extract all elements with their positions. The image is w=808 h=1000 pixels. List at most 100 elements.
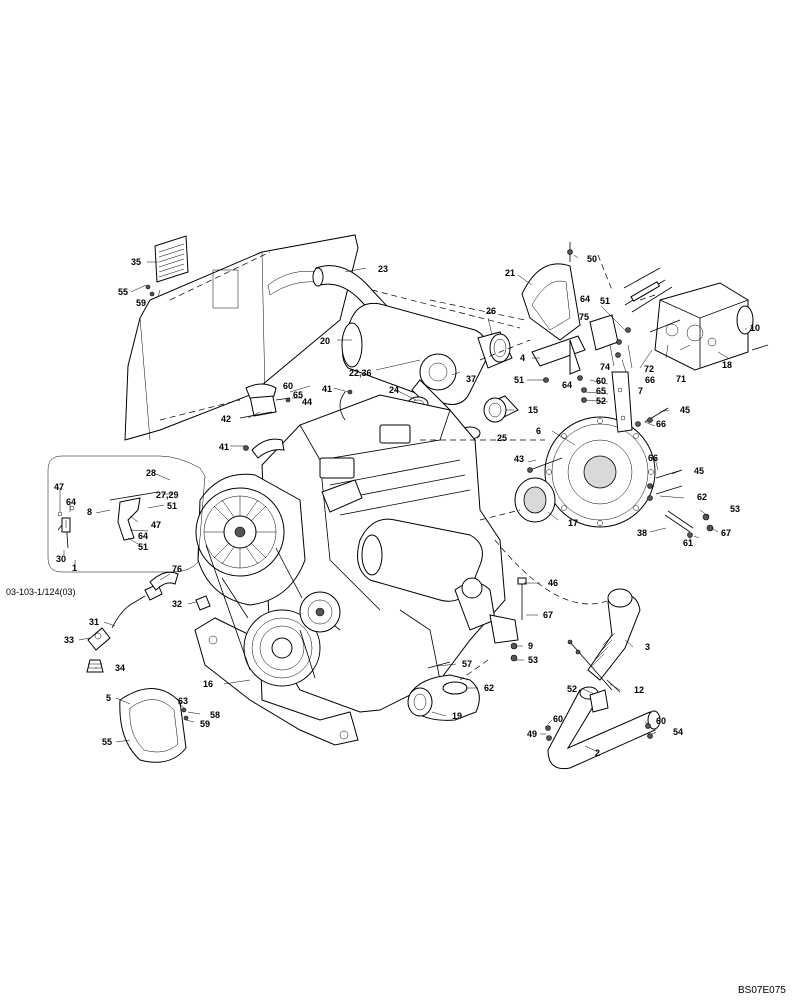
callout-71: 71 — [676, 374, 686, 384]
callout-labels: 35 55 59 23 20 22,36 26 37 24 15 25 21 5… — [6, 254, 786, 996]
callout-4: 4 — [520, 353, 525, 363]
detail-inset-frame — [47, 455, 206, 573]
hose-41 — [251, 438, 285, 459]
callout-1: 1 — [72, 563, 77, 573]
callout-60-lower-left: 60 — [553, 714, 563, 724]
callout-47-inset-a: 47 — [54, 482, 64, 492]
alternator-pulley — [299, 591, 341, 633]
callout-42: 42 — [221, 414, 231, 424]
callout-60-lower-right: 60 — [656, 716, 666, 726]
callout-63: 63 — [178, 696, 188, 706]
callout-55: 55 — [118, 287, 128, 297]
callout-74: 74 — [600, 362, 610, 372]
callout-7: 7 — [638, 386, 643, 396]
air-filter-18 — [654, 282, 754, 371]
callout-59: 59 — [136, 298, 146, 308]
callout-45-low: 45 — [694, 466, 704, 476]
callout-52-mid: 52 — [596, 396, 606, 406]
callout-49: 49 — [527, 729, 537, 739]
callout-50: 50 — [587, 254, 597, 264]
engine-block — [261, 394, 506, 713]
callout-18: 18 — [722, 360, 732, 370]
callout-34: 34 — [115, 663, 125, 673]
bracket-7 — [611, 371, 633, 433]
callout-58: 58 — [210, 710, 220, 720]
callout-64-top: 64 — [580, 294, 590, 304]
callout-32: 32 — [172, 599, 182, 609]
engine-hood-panel — [124, 234, 359, 441]
callout-20: 20 — [320, 336, 330, 346]
callout-64-inset-b: 64 — [138, 531, 148, 541]
callout-51-top: 51 — [600, 296, 610, 306]
callout-15: 15 — [528, 405, 538, 415]
callout-66-low: 66 — [648, 453, 658, 463]
callout-53-right: 53 — [730, 504, 740, 514]
callout-51-inset-b: 51 — [138, 542, 148, 552]
callout-24: 24 — [389, 385, 399, 395]
callout-67-lower: 67 — [543, 610, 553, 620]
drawing-code: BS07E075 — [738, 985, 786, 996]
callout-44: 44 — [302, 397, 312, 407]
callout-2: 2 — [595, 748, 600, 758]
callout-19: 19 — [452, 711, 462, 721]
callout-43: 43 — [514, 454, 524, 464]
callout-72: 72 — [644, 364, 654, 374]
callout-17: 17 — [568, 518, 578, 528]
tensioner-rod-38 — [664, 510, 694, 533]
callout-33: 33 — [64, 635, 74, 645]
filter-strap-71 — [624, 279, 673, 313]
callout-59-lower: 59 — [200, 719, 210, 729]
reference-code: 03-103-1/124(03) — [6, 587, 76, 597]
elbow-33 — [87, 627, 111, 651]
callout-25: 25 — [497, 433, 507, 443]
callout-37: 37 — [466, 374, 476, 384]
callout-9: 9 — [528, 641, 533, 651]
callout-54: 54 — [673, 727, 683, 737]
callout-57: 57 — [462, 659, 472, 669]
callout-60-mid: 60 — [596, 376, 606, 386]
callout-61: 61 — [683, 538, 693, 548]
callout-51-mid: 51 — [514, 375, 524, 385]
mounting-bracket-21 — [521, 263, 581, 341]
callout-38: 38 — [637, 528, 647, 538]
callout-31: 31 — [89, 617, 99, 627]
callout-26: 26 — [486, 306, 496, 316]
callout-47-inset-b: 47 — [151, 520, 161, 530]
oil-line-31 — [111, 571, 179, 629]
cooling-fan-housing — [195, 473, 306, 606]
assembly-dashed-lines — [159, 251, 656, 681]
callout-35: 35 — [131, 257, 141, 267]
inspection-ring-5 — [119, 688, 187, 763]
ventilation-grille — [154, 235, 189, 283]
callout-41-lower: 41 — [219, 442, 229, 452]
drive-belt — [205, 544, 316, 679]
callout-76: 76 — [172, 564, 182, 574]
callout-62-right: 62 — [697, 492, 707, 502]
flywheel-cover-6 — [544, 416, 656, 528]
callout-30: 30 — [56, 554, 66, 564]
callout-41-upper: 41 — [322, 384, 332, 394]
callout-67-right: 67 — [721, 528, 731, 538]
flange-ring-17 — [514, 477, 556, 523]
callout-5: 5 — [106, 693, 111, 703]
callout-53-lower: 53 — [528, 655, 538, 665]
crankshaft-pulley — [221, 577, 341, 687]
tailpipe-26 — [477, 331, 513, 369]
callout-28: 28 — [146, 468, 156, 478]
callout-66-top: 66 — [645, 375, 655, 385]
plug-34 — [86, 659, 104, 673]
callout-23: 23 — [378, 264, 388, 274]
intake-sleeve-15 — [483, 395, 519, 423]
support-bracket-4 — [531, 335, 586, 375]
callout-21: 21 — [505, 268, 515, 278]
callout-10: 10 — [750, 323, 760, 333]
hose-41-upper — [339, 391, 346, 421]
engine-base-frame-16 — [194, 614, 519, 746]
callout-64-inset-a: 64 — [66, 497, 76, 507]
intake-pipe-2 — [547, 686, 661, 770]
intake-elbow-3 — [587, 588, 641, 681]
callout-22-36: 22,36 — [349, 368, 372, 378]
callout-75: 75 — [579, 312, 589, 322]
bracket-plate-75 — [589, 314, 619, 351]
